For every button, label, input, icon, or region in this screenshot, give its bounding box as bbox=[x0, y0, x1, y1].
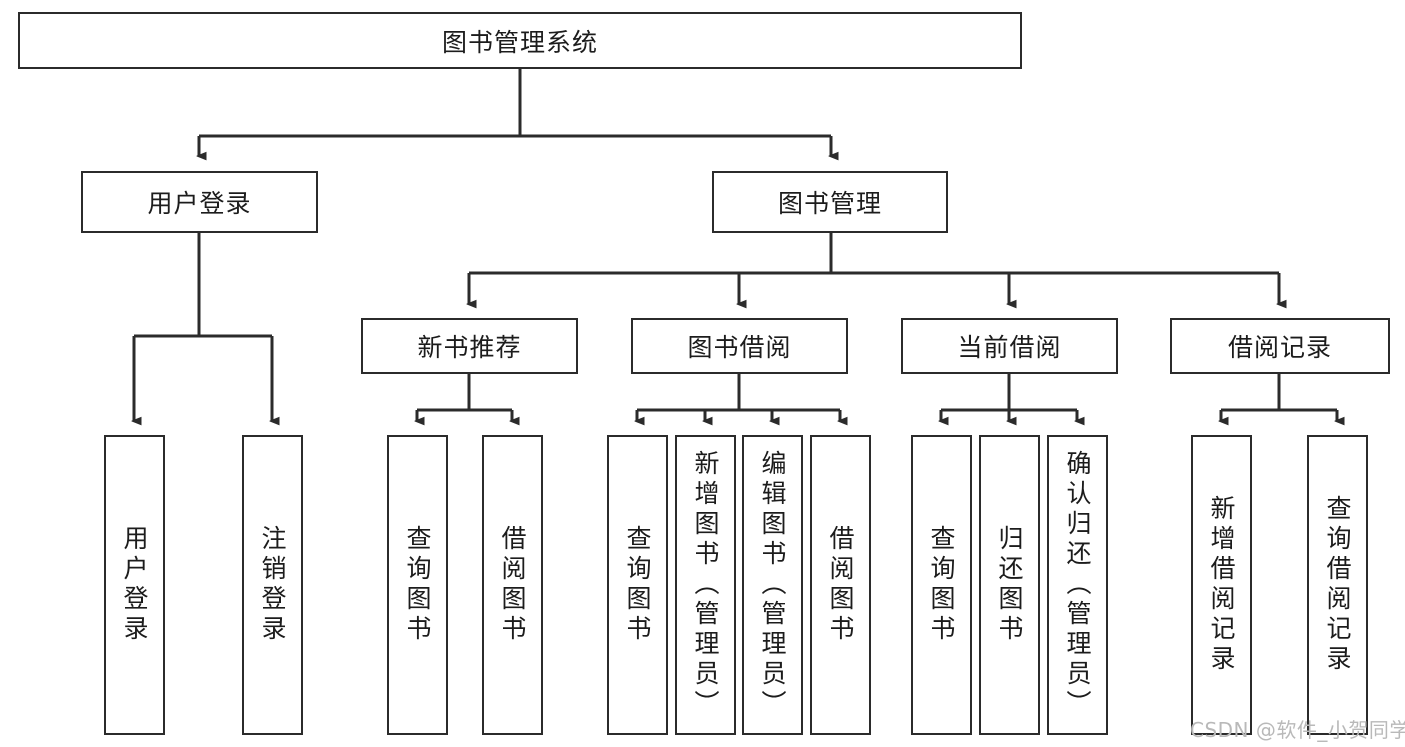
watermark-text: CSDN @软件_小贺同学 bbox=[1190, 718, 1405, 742]
node-book-borrow-label: 图书借阅 bbox=[687, 333, 792, 362]
leaf-borrow-book-2[interactable]: 借阅图书 bbox=[810, 435, 871, 735]
leaf-edit-book-label: 编辑图书（管理员） bbox=[758, 450, 787, 720]
leaf-logout-label: 注销登录 bbox=[258, 525, 287, 645]
leaf-query-book-1-label: 查询图书 bbox=[403, 525, 432, 645]
leaf-query-record[interactable]: 查询借阅记录 bbox=[1307, 435, 1368, 735]
leaf-add-record-label: 新增借阅记录 bbox=[1207, 495, 1236, 675]
leaf-add-book-label: 新增图书（管理员） bbox=[691, 450, 720, 720]
leaf-query-book-3-label: 查询图书 bbox=[927, 525, 956, 645]
node-current-borrow-label: 当前借阅 bbox=[957, 333, 1062, 362]
leaf-logout[interactable]: 注销登录 bbox=[242, 435, 303, 735]
node-root-system-label: 图书管理系统 bbox=[441, 27, 598, 57]
leaf-borrow-book-1-label: 借阅图书 bbox=[498, 525, 527, 645]
leaf-user-login[interactable]: 用户登录 bbox=[104, 435, 165, 735]
node-new-book-rec[interactable]: 新书推荐 bbox=[361, 318, 578, 374]
leaf-query-record-label: 查询借阅记录 bbox=[1323, 495, 1352, 675]
leaf-confirm-return[interactable]: 确认归还（管理员） bbox=[1047, 435, 1108, 735]
leaf-return-book-label: 归还图书 bbox=[995, 525, 1024, 645]
leaf-query-book-1[interactable]: 查询图书 bbox=[387, 435, 448, 735]
leaf-query-book-2-label: 查询图书 bbox=[623, 525, 652, 645]
node-borrow-record[interactable]: 借阅记录 bbox=[1170, 318, 1390, 374]
leaf-borrow-book-2-label: 借阅图书 bbox=[826, 525, 855, 645]
leaf-borrow-book-1[interactable]: 借阅图书 bbox=[482, 435, 543, 735]
leaf-user-login-label: 用户登录 bbox=[120, 525, 149, 645]
node-root-system[interactable]: 图书管理系统 bbox=[18, 12, 1022, 69]
leaf-confirm-return-label: 确认归还（管理员） bbox=[1063, 450, 1092, 720]
node-book-borrow[interactable]: 图书借阅 bbox=[631, 318, 848, 374]
node-book-manage-label: 图书管理 bbox=[777, 189, 882, 218]
node-user-login-label: 用户登录 bbox=[147, 189, 252, 218]
leaf-return-book[interactable]: 归还图书 bbox=[979, 435, 1040, 735]
node-new-book-rec-label: 新书推荐 bbox=[417, 333, 522, 362]
node-borrow-record-label: 借阅记录 bbox=[1227, 333, 1332, 362]
leaf-add-book[interactable]: 新增图书（管理员） bbox=[675, 435, 736, 735]
leaf-add-record[interactable]: 新增借阅记录 bbox=[1191, 435, 1252, 735]
leaf-edit-book[interactable]: 编辑图书（管理员） bbox=[742, 435, 803, 735]
leaf-query-book-3[interactable]: 查询图书 bbox=[911, 435, 972, 735]
leaf-query-book-2[interactable]: 查询图书 bbox=[607, 435, 668, 735]
node-current-borrow[interactable]: 当前借阅 bbox=[901, 318, 1118, 374]
node-user-login[interactable]: 用户登录 bbox=[81, 171, 318, 233]
node-book-manage[interactable]: 图书管理 bbox=[712, 171, 948, 233]
